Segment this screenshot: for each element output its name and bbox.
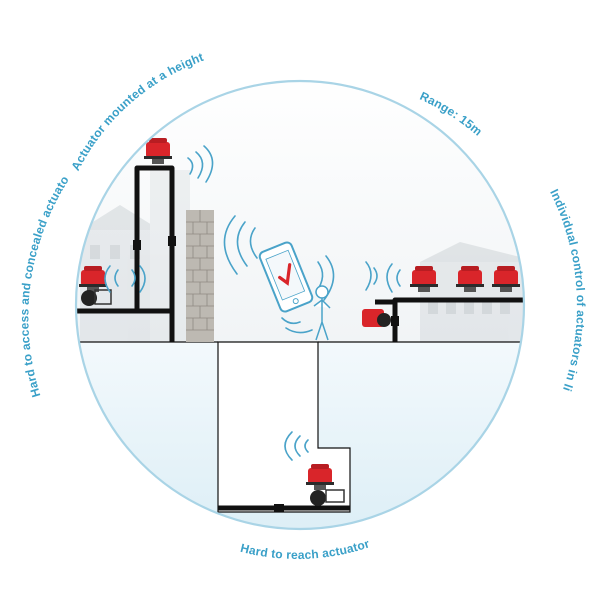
pipe-underground [218,504,350,512]
actuator-line-4 [362,309,391,327]
pipe-network-left [76,165,176,342]
smartphone-with-check-icon [258,241,314,313]
brick-wall [186,210,214,342]
scenario-circle [74,79,526,531]
person-icon [313,285,331,341]
label-hard-to-reach: Hard to reach actuator [239,536,371,562]
scene [76,81,524,529]
actuator-underground [306,464,345,506]
pipe-network-right [375,297,524,342]
actuator-concealed [79,266,112,306]
label-concealed-actuator: Hard to access and concealed actuator [0,0,72,399]
